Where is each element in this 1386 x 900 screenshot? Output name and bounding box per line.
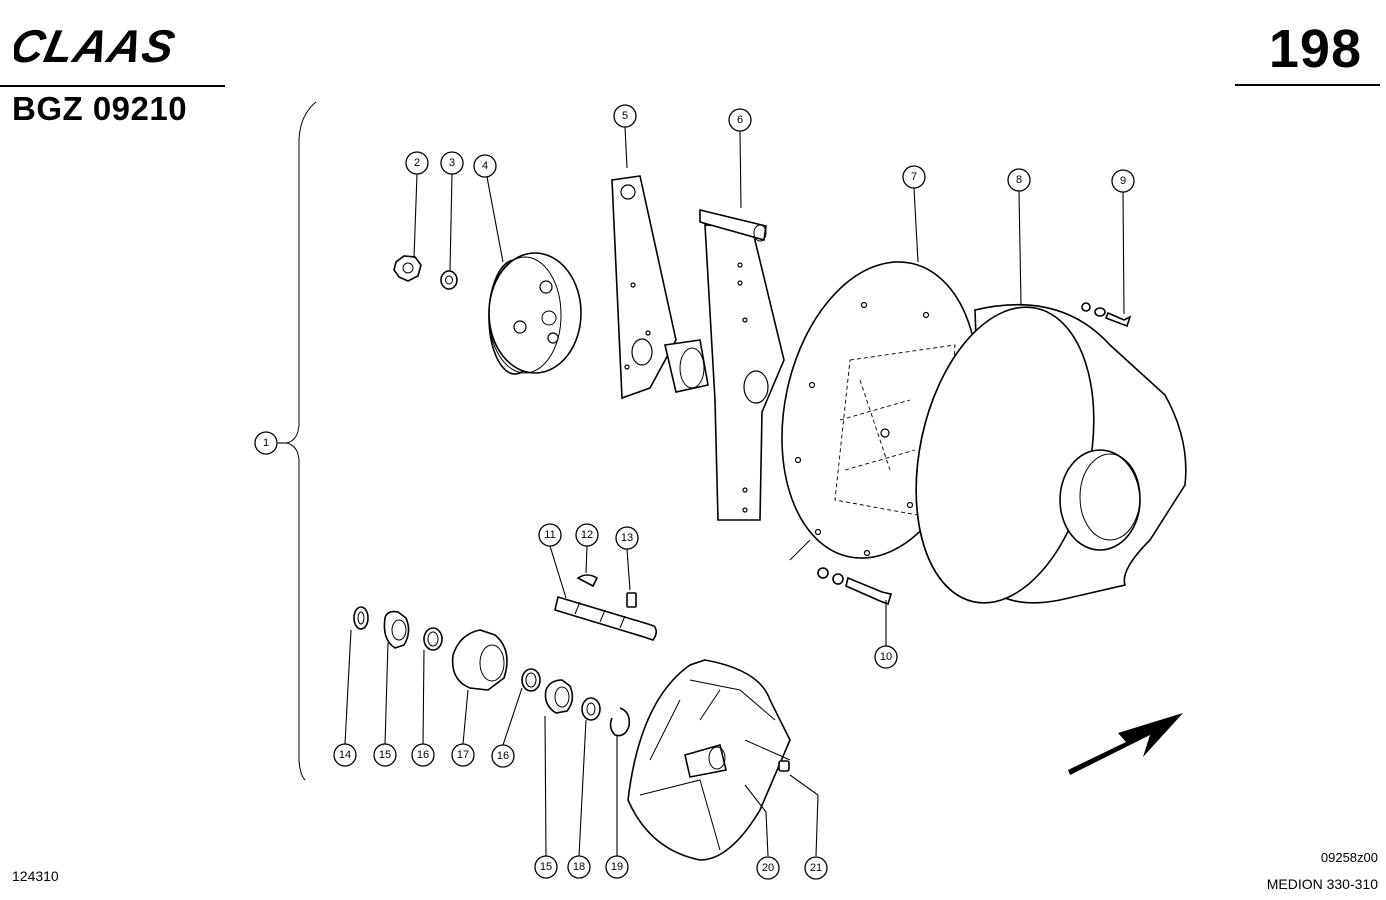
callout-11: 11	[538, 523, 562, 547]
claas-logo: CLAAS	[14, 24, 180, 68]
bearing-part-15b	[544, 679, 574, 714]
svg-text:14: 14	[339, 749, 351, 761]
callout-17: 17	[451, 743, 475, 767]
nut-part-21	[778, 760, 790, 772]
long-bolt-part	[817, 567, 893, 606]
mounting-plate-part	[611, 175, 677, 400]
callout-20: 20	[756, 856, 780, 880]
svg-text:2: 2	[414, 157, 420, 169]
support-arm-part	[699, 208, 785, 521]
gasket-leader-dash	[789, 539, 811, 561]
pin-part	[626, 592, 637, 608]
svg-text:16: 16	[417, 749, 429, 761]
svg-text:CLAAS: CLAAS	[14, 24, 180, 68]
shaft-part	[554, 595, 658, 641]
bearing-housing-part	[451, 629, 508, 691]
page-number: 198	[1268, 19, 1362, 79]
callout-18: 18	[567, 855, 591, 879]
callout-5: 5	[613, 104, 637, 128]
bearing-part-15a	[383, 610, 410, 649]
model-name: MEDION 330-310	[1266, 876, 1378, 892]
svg-text:8: 8	[1016, 174, 1022, 186]
svg-text:21: 21	[810, 862, 822, 874]
bolt-part	[1081, 302, 1132, 328]
callout-7: 7	[902, 165, 926, 189]
svg-text:6: 6	[737, 114, 743, 126]
svg-text:13: 13	[621, 532, 633, 544]
svg-text:12: 12	[581, 529, 593, 541]
svg-text:10: 10	[880, 651, 892, 663]
drawing-number: 09258z00	[1320, 850, 1378, 865]
svg-text:3: 3	[449, 157, 455, 169]
circlip-part-16b	[521, 668, 541, 692]
hub-part	[664, 339, 709, 393]
svg-text:15: 15	[540, 861, 552, 873]
part-code: BGZ 09210	[12, 90, 188, 127]
svg-text:19: 19	[611, 861, 623, 873]
svg-text:11: 11	[544, 529, 555, 541]
washer-part	[440, 270, 458, 290]
direction-arrow-icon	[1068, 713, 1183, 775]
callout-6: 6	[728, 108, 752, 132]
svg-text:18: 18	[573, 861, 585, 873]
svg-text:7: 7	[911, 171, 917, 183]
callout-13: 13	[615, 526, 639, 550]
fan-housing-part	[915, 303, 1187, 604]
leader-lines	[278, 126, 1125, 857]
document-number: 124310	[12, 868, 59, 884]
callout-16b: 16	[491, 744, 515, 768]
circlip-part-14	[353, 606, 369, 630]
callout-1: 1	[254, 431, 278, 455]
washer-part-18	[581, 697, 601, 721]
pulley-part	[488, 252, 582, 375]
header-rule-left	[0, 85, 225, 87]
svg-text:1: 1	[263, 437, 269, 449]
assembly-bracket	[285, 101, 317, 781]
fan-impeller-part	[627, 659, 791, 861]
callout-19: 19	[605, 855, 629, 879]
callout-9: 9	[1111, 169, 1135, 193]
callout-10: 10	[874, 645, 898, 669]
svg-text:20: 20	[762, 862, 774, 874]
svg-text:15: 15	[379, 749, 391, 761]
svg-text:4: 4	[482, 160, 488, 172]
circlip-part-16a	[423, 627, 443, 651]
callout-14: 14	[333, 743, 357, 767]
woodruff-key-part	[576, 574, 599, 588]
svg-text:5: 5	[622, 110, 628, 122]
callout-16a: 16	[411, 743, 435, 767]
callout-8: 8	[1007, 168, 1031, 192]
callout-4: 4	[473, 154, 497, 178]
callout-21: 21	[804, 856, 828, 880]
callout-15b: 15	[534, 855, 558, 879]
snap-ring-part-19	[609, 707, 631, 737]
header-rule-right	[1235, 84, 1380, 86]
svg-text:9: 9	[1120, 175, 1126, 187]
svg-text:16: 16	[497, 750, 509, 762]
callout-15a: 15	[373, 743, 397, 767]
nut-part	[393, 255, 422, 282]
callout-2: 2	[405, 151, 429, 175]
callout-12: 12	[575, 523, 599, 547]
callout-3: 3	[440, 151, 464, 175]
svg-text:17: 17	[457, 749, 469, 761]
